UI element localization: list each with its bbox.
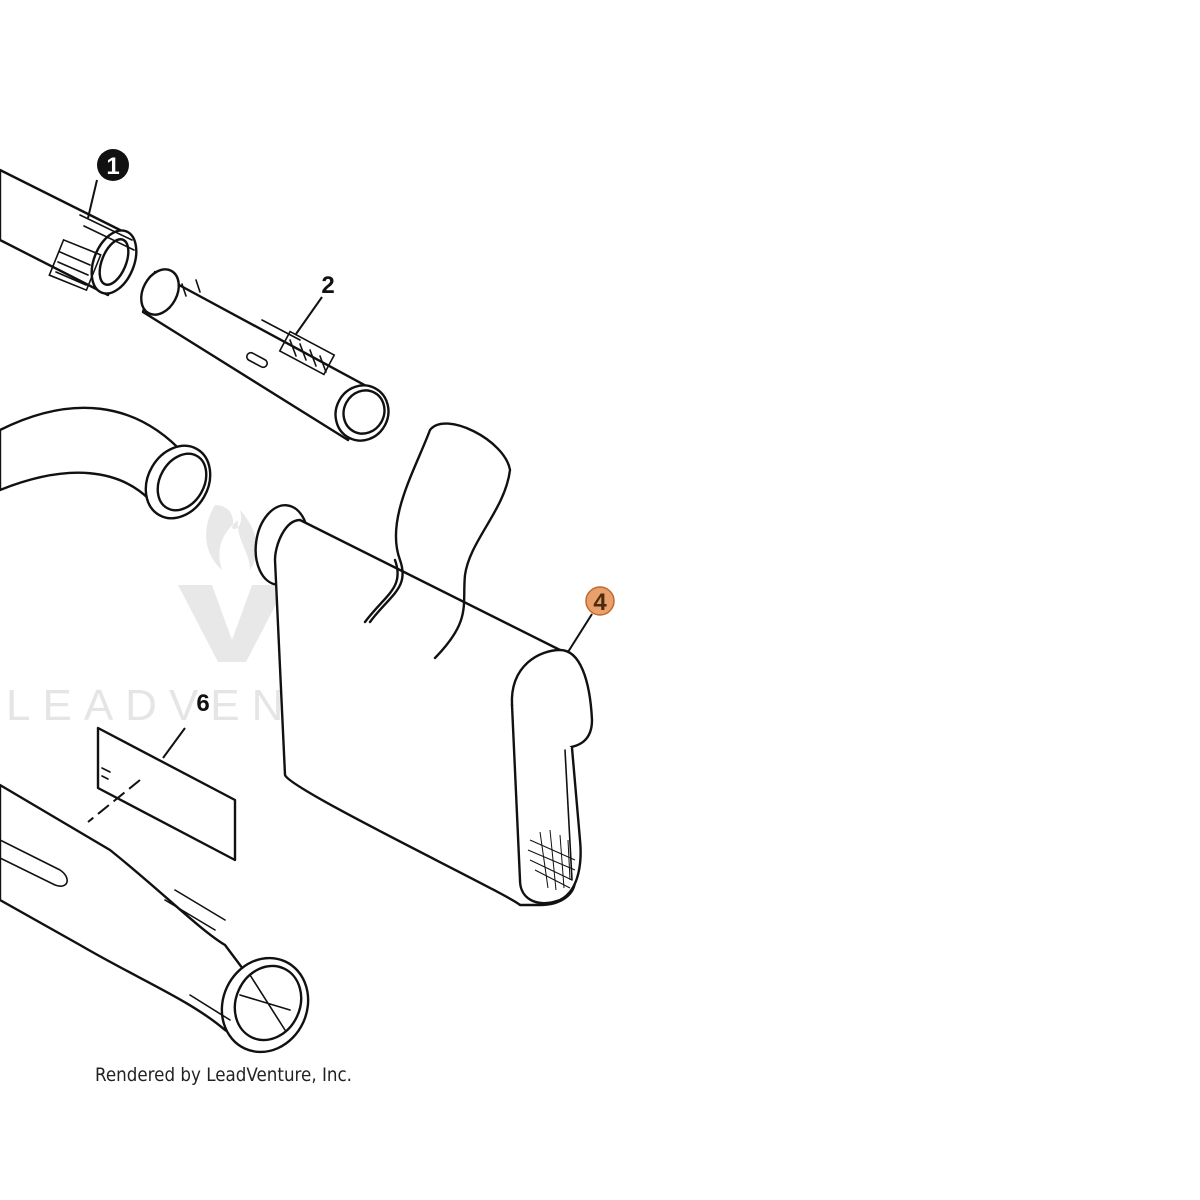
- callout-4-label: 4: [593, 589, 607, 616]
- callout-2-label: 2: [321, 272, 334, 299]
- leader-4: [567, 613, 593, 653]
- lower-tube[interactable]: [0, 783, 323, 1066]
- callout-6[interactable]: 6: [196, 690, 209, 717]
- part-1-tube[interactable]: [0, 168, 145, 300]
- callout-1-label: 1: [106, 153, 119, 180]
- mesh-pattern: [527, 829, 576, 891]
- leader-2: [295, 296, 323, 335]
- part-2-tube[interactable]: [134, 263, 398, 450]
- leader-6-dash: [87, 779, 141, 823]
- leader-1: [87, 179, 98, 219]
- watermark-logo: [178, 505, 286, 662]
- part-6-decal[interactable]: [96, 726, 237, 862]
- callout-6-label: 6: [196, 690, 209, 717]
- callout-2[interactable]: 2: [321, 272, 334, 299]
- elbow-pipe[interactable]: [0, 406, 223, 530]
- callout-1[interactable]: 1: [97, 149, 129, 181]
- part-4-muffler[interactable]: [251, 422, 594, 907]
- footer-credit: Rendered by LeadVenture, Inc.: [95, 1064, 353, 1086]
- callout-4[interactable]: 4: [585, 586, 615, 616]
- leader-6: [162, 727, 186, 759]
